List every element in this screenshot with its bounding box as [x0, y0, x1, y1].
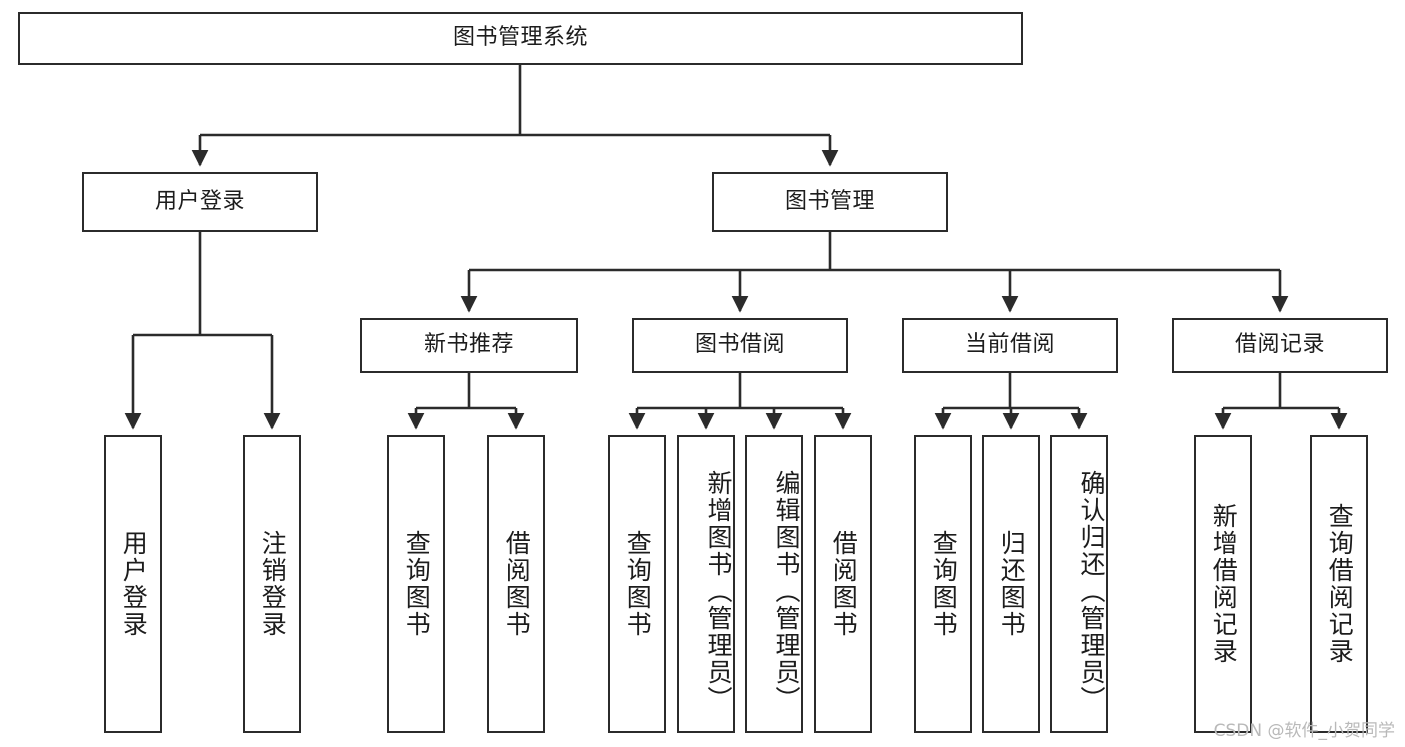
- node-leaf-add-book-admin[interactable]: 新增图书（管理员）: [677, 435, 735, 733]
- node-label: 确认归还（管理员）: [1077, 469, 1106, 713]
- node-label: 借阅图书: [829, 530, 859, 638]
- node-label: 查询图书: [402, 530, 432, 638]
- node-label: 图书借阅: [694, 332, 785, 358]
- node-label: 用户登录: [154, 188, 245, 214]
- node-label: 图书管理系统: [452, 25, 588, 51]
- node-root-system[interactable]: 图书管理系统: [18, 12, 1023, 65]
- node-leaf-query-borrow-record[interactable]: 查询借阅记录: [1310, 435, 1368, 733]
- node-leaf-query-book-recommend[interactable]: 查询图书: [387, 435, 445, 733]
- node-book-manage[interactable]: 图书管理: [712, 172, 948, 232]
- node-label: 图书管理: [784, 188, 875, 214]
- node-leaf-borrow-book-recommend[interactable]: 借阅图书: [487, 435, 545, 733]
- node-leaf-add-borrow-record[interactable]: 新增借阅记录: [1194, 435, 1252, 733]
- node-label: 查询图书: [623, 530, 653, 638]
- node-leaf-borrow-book[interactable]: 借阅图书: [814, 435, 872, 733]
- node-label: 用户登录: [119, 530, 149, 638]
- node-label: 当前借阅: [964, 332, 1055, 358]
- node-label: 新增借阅记录: [1209, 503, 1239, 665]
- node-borrow-record[interactable]: 借阅记录: [1172, 318, 1388, 373]
- node-label: 借阅记录: [1234, 332, 1325, 358]
- node-leaf-edit-book-admin[interactable]: 编辑图书（管理员）: [745, 435, 803, 733]
- csdn-watermark: CSDN @软件_小贺同学: [1213, 721, 1395, 741]
- node-leaf-logout[interactable]: 注销登录: [243, 435, 301, 733]
- node-book-borrow[interactable]: 图书借阅: [632, 318, 848, 373]
- node-label: 查询借阅记录: [1325, 503, 1355, 665]
- node-label: 归还图书: [997, 530, 1027, 638]
- node-label: 新增图书（管理员）: [704, 469, 733, 713]
- node-leaf-confirm-return-admin[interactable]: 确认归还（管理员）: [1050, 435, 1108, 733]
- node-leaf-user-login[interactable]: 用户登录: [104, 435, 162, 733]
- node-label: 注销登录: [258, 530, 288, 638]
- node-label: 新书推荐: [423, 332, 514, 358]
- node-user-login[interactable]: 用户登录: [82, 172, 318, 232]
- node-new-book-recommend[interactable]: 新书推荐: [360, 318, 578, 373]
- node-leaf-return-book[interactable]: 归还图书: [982, 435, 1040, 733]
- node-label: 查询图书: [929, 530, 959, 638]
- node-label: 借阅图书: [502, 530, 532, 638]
- node-label: 编辑图书（管理员）: [772, 469, 801, 713]
- node-leaf-query-book-borrow[interactable]: 查询图书: [608, 435, 666, 733]
- node-leaf-query-book-current[interactable]: 查询图书: [914, 435, 972, 733]
- node-current-borrow[interactable]: 当前借阅: [902, 318, 1118, 373]
